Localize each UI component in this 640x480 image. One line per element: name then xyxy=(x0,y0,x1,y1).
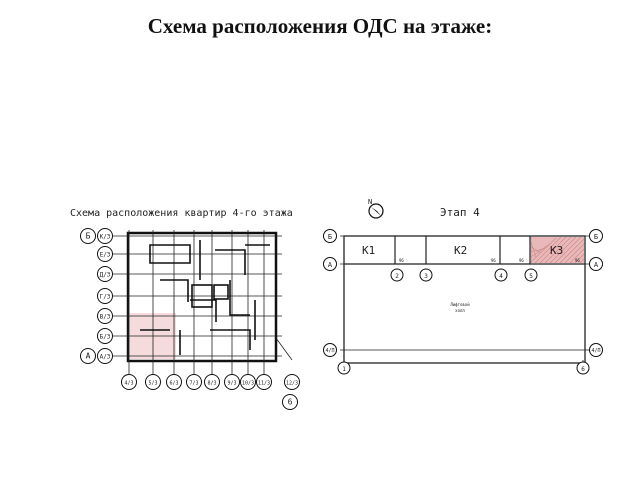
axis-label: Е/3 xyxy=(100,252,111,259)
page-title: Схема расположения ОДС на этаже: xyxy=(147,14,493,38)
axis-marker: Б/3 xyxy=(97,328,113,344)
axis-marker: 7/3 xyxy=(186,374,202,390)
svg-text:Б: Б xyxy=(328,233,332,241)
axis-marker: А xyxy=(589,257,603,271)
axis-marker: 11/3 xyxy=(256,374,272,390)
left-leader-line xyxy=(275,337,293,361)
apartment-k1: К1 xyxy=(362,244,375,257)
axis-marker: В/3 xyxy=(97,308,113,324)
axis-marker: 10/3 xyxy=(240,374,256,390)
dim-mark: 96 xyxy=(399,258,404,263)
svg-text:А: А xyxy=(328,261,333,269)
axis-marker: 5 xyxy=(524,268,538,282)
axis-marker: А xyxy=(323,257,337,271)
axis-marker: А/3 xyxy=(97,348,113,364)
axis-label: А/3 xyxy=(100,354,111,361)
axis-marker: 2 xyxy=(390,268,404,282)
axis-label: Г/3 xyxy=(100,294,111,301)
axis-label: 9/3 xyxy=(227,381,236,387)
left-row-axes: Б К/3Е/3Д/3Г/3В/3Б/3А/3 А xyxy=(80,228,113,364)
axis-label: 4/3 xyxy=(124,381,133,387)
axis-label: 7/3 xyxy=(189,381,198,387)
axis-marker: 3 xyxy=(419,268,433,282)
dim-mark: 96 xyxy=(575,258,580,263)
axis-marker: Б xyxy=(323,229,337,243)
axis-marker: Д/3 xyxy=(97,266,113,282)
left-col-axes: 4/3 5/3 6/3 7/3 8/3 9/3 10/3 11/3 12/3 6 xyxy=(121,374,300,410)
axis-marker: Е/3 xyxy=(97,246,113,262)
axis-label: 12/3 xyxy=(286,381,298,387)
axis-marker: 5/3 xyxy=(145,374,161,390)
svg-text:1: 1 xyxy=(342,366,346,373)
svg-text:5: 5 xyxy=(529,273,533,280)
axis-marker: К/3 xyxy=(97,228,113,244)
axis-label: 10/3 xyxy=(242,381,254,387)
axis-marker: 4/П xyxy=(323,343,337,357)
svg-text:4: 4 xyxy=(499,273,503,280)
svg-text:4/П: 4/П xyxy=(591,348,600,354)
apartment-k3: К3 xyxy=(550,244,563,257)
center-note-line1: Лифтовой xyxy=(450,302,470,307)
axis-label: В/3 xyxy=(100,314,111,321)
axis-label: 6 xyxy=(288,398,293,407)
svg-text:4/П: 4/П xyxy=(325,348,334,354)
left-plan-caption: Схема расположения квартир 4-го этажа xyxy=(70,208,293,219)
apartment-k2: К2 xyxy=(454,244,467,257)
right-plan-structure xyxy=(340,235,590,368)
north-arrow-icon: N xyxy=(368,198,384,219)
axis-label: 5/3 xyxy=(148,381,157,387)
svg-text:Б: Б xyxy=(594,233,598,241)
axis-marker: 8/3 xyxy=(204,374,220,390)
axis-marker: 1 xyxy=(337,361,351,375)
axis-marker: 12/3 xyxy=(284,374,300,390)
axis-label: Д/3 xyxy=(100,272,111,279)
svg-text:2: 2 xyxy=(395,273,399,280)
svg-text:6: 6 xyxy=(581,366,585,373)
axis-label: 6/3 xyxy=(169,381,178,387)
axis-marker: 4/3 xyxy=(121,374,137,390)
left-interior-walls xyxy=(140,240,270,355)
axis-marker: 4 xyxy=(494,268,508,282)
axis-label: 11/3 xyxy=(258,381,270,387)
axis-label: Б xyxy=(86,232,91,241)
dim-mark: 96 xyxy=(519,258,524,263)
axis-marker: Г/3 xyxy=(97,288,113,304)
axis-label: 8/3 xyxy=(207,381,216,387)
axis-marker: А xyxy=(80,348,96,364)
k3-hatch xyxy=(530,236,585,264)
axis-marker: Б xyxy=(80,228,96,244)
dim-mark: 96 xyxy=(491,258,496,263)
axis-marker: 6/3 xyxy=(166,374,182,390)
center-note-line2: холл xyxy=(455,308,465,313)
k3-highlight-zone xyxy=(531,237,584,263)
axis-marker: 9/3 xyxy=(224,374,240,390)
svg-text:N: N xyxy=(368,198,372,206)
axis-marker: 6 xyxy=(282,394,298,410)
axis-label: К/3 xyxy=(100,234,111,241)
axis-label: А xyxy=(86,352,91,361)
right-axis-markers: Б А Б А 4/П 4/П 1 6 2 3 4 5 xyxy=(323,229,603,375)
right-plan-title: Этап 4 xyxy=(440,206,480,219)
svg-text:3: 3 xyxy=(424,273,428,280)
svg-text:А: А xyxy=(594,261,599,269)
axis-marker: Б xyxy=(589,229,603,243)
axis-marker: 6 xyxy=(576,361,590,375)
axis-marker: 4/П xyxy=(589,343,603,357)
axis-label: Б/3 xyxy=(100,334,111,341)
